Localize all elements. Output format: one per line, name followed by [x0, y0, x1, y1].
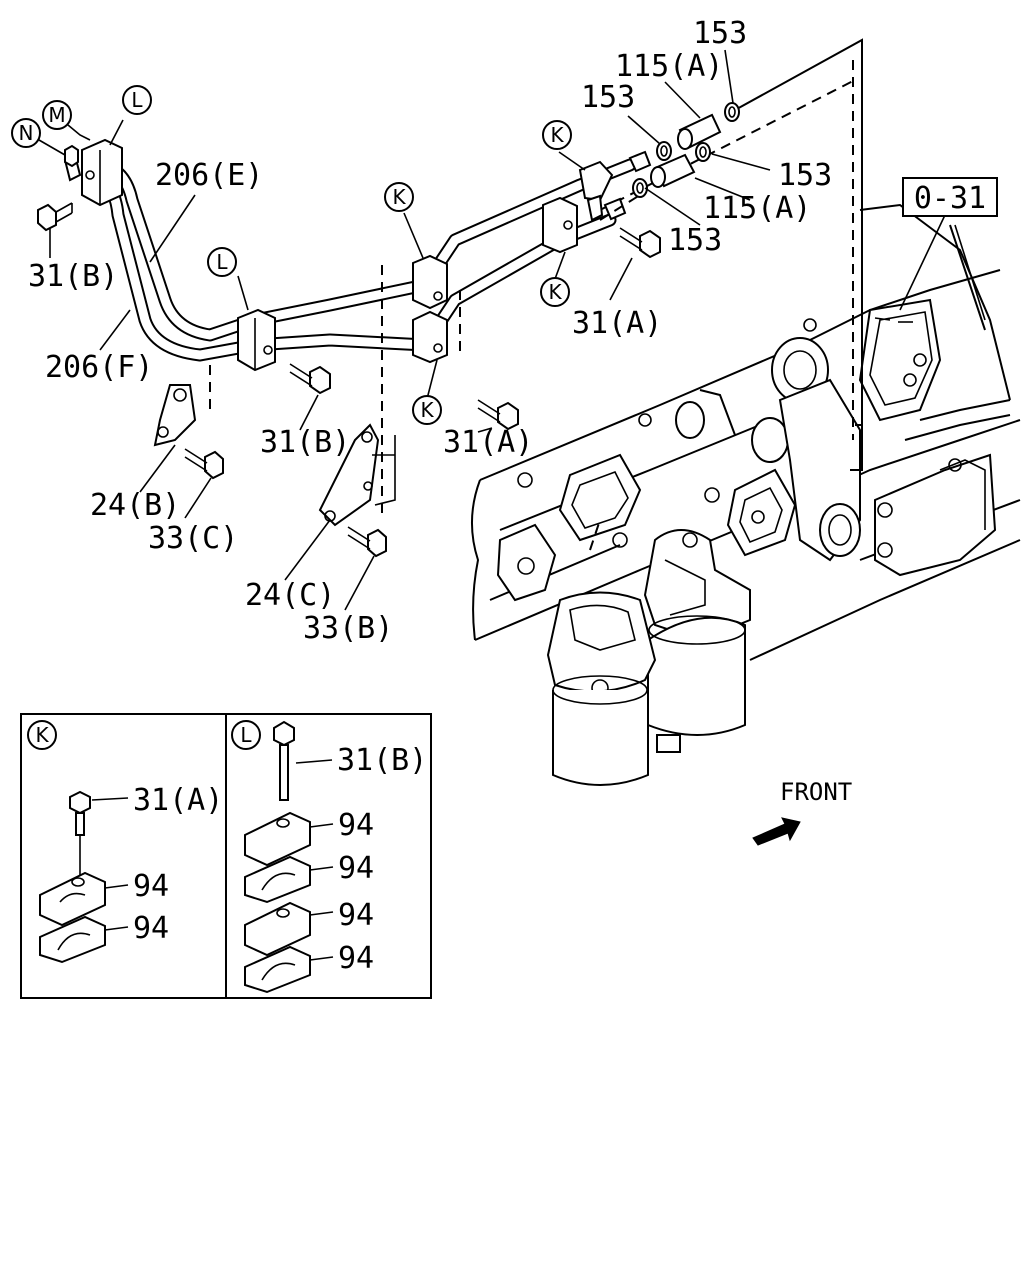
inset-k: K 31(A) 94 94	[27, 720, 223, 964]
inset-k-clamp-upper-label: 94	[133, 869, 169, 904]
label-153-bottom: 153	[668, 223, 722, 258]
callout-k-center-bottom-letter: K	[420, 398, 434, 422]
front-label: FRONT	[780, 778, 852, 806]
front-arrow-icon	[752, 817, 801, 846]
inset-l-clamp-3-label: 94	[338, 898, 374, 933]
callout-k-right-bottom: K	[540, 277, 570, 307]
callout-k-center-bottom: K	[412, 395, 442, 425]
reference-box: 0-31	[902, 177, 998, 217]
dashed-guides	[209, 194, 641, 551]
pipe-clamps	[63, 138, 652, 372]
label-153-top: 153	[693, 16, 747, 51]
inset-l-clamp-1-label: 94	[338, 808, 374, 843]
label-33b: 33(B)	[303, 611, 393, 646]
front-indicator: FRONT	[752, 778, 852, 846]
callout-k-center-top-letter: K	[392, 185, 406, 209]
reference-box-label: 0-31	[914, 181, 986, 216]
callout-m: M	[42, 100, 72, 130]
brackets	[153, 384, 380, 527]
callout-l-top-letter: L	[131, 88, 143, 112]
label-206e: 206(E)	[155, 158, 263, 193]
label-115a-mid: 115(A)	[703, 191, 811, 226]
callout-l-top: L	[122, 85, 152, 115]
part-labels: 153 115(A) 153 153 115(A) 153 206(E) 206…	[28, 16, 832, 646]
leader-lines	[38, 49, 986, 611]
label-24c: 24(C)	[245, 578, 335, 613]
inset-k-clamp-lower-label: 94	[133, 911, 169, 946]
label-206f: 206(F)	[45, 350, 153, 385]
callout-l-mid: L	[207, 247, 237, 277]
inset-k-bolt-label: 31(A)	[133, 783, 223, 818]
callout-k-right-top: K	[542, 120, 572, 150]
inset-l-letter: L	[240, 723, 252, 747]
reference-leader-lines	[599, 38, 913, 471]
engine-illustration	[471, 203, 1021, 786]
detail-insets: K 31(A) 94 94 L 31(B)	[20, 713, 432, 999]
inset-l-clamp-2-label: 94	[338, 851, 374, 886]
label-153-left: 153	[581, 80, 635, 115]
inset-l: L 31(B) 94 94 94 94	[231, 720, 427, 994]
label-33c: 33(C)	[148, 521, 238, 556]
label-31b-mid: 31(B)	[260, 425, 350, 460]
label-31b-top: 31(B)	[28, 259, 118, 294]
label-31a-right: 31(A)	[572, 306, 662, 341]
callout-n: N	[11, 118, 41, 148]
callout-k-right-top-letter: K	[550, 123, 564, 147]
inset-k-letter: K	[35, 723, 49, 747]
bolts	[37, 144, 661, 558]
label-24b: 24(B)	[90, 488, 180, 523]
label-31a-mid: 31(A)	[443, 425, 533, 460]
callout-k-right-bottom-letter: K	[548, 280, 562, 304]
o-rings-and-hoses	[632, 102, 740, 198]
inset-l-bolt-label: 31(B)	[337, 743, 427, 778]
callout-n-letter: N	[19, 121, 34, 145]
label-153-right: 153	[778, 158, 832, 193]
callout-k-center-top: K	[384, 182, 414, 212]
label-115a-top: 115(A)	[615, 49, 723, 84]
inset-l-clamp-4-label: 94	[338, 941, 374, 976]
callouts: M N L L K K K K	[11, 85, 572, 425]
callout-l-mid-letter: L	[216, 250, 228, 274]
callout-m-letter: M	[48, 103, 65, 127]
